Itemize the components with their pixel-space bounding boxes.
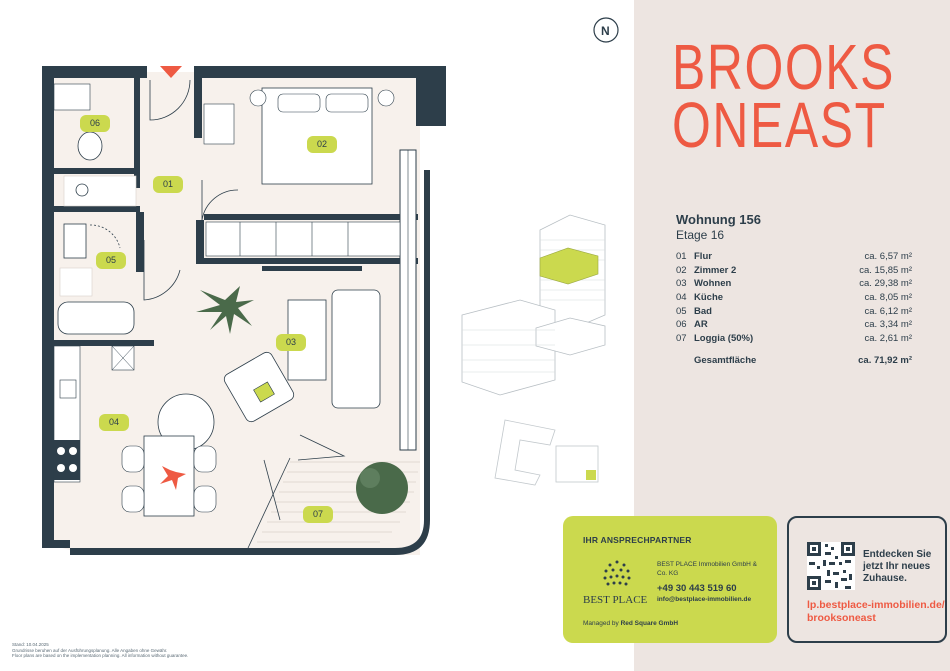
- room-label-04: 04: [99, 414, 129, 431]
- unit-floor: Etage 16: [676, 228, 725, 242]
- tv-unit: [262, 266, 362, 271]
- qr-link[interactable]: lp.bestplace-immobilien.de/ brooksoneast: [807, 599, 945, 624]
- room-num: 07: [676, 332, 687, 344]
- room-area: ca. 6,57 m²: [864, 251, 912, 263]
- room-num: 06: [676, 319, 687, 331]
- floor-plan: N: [42, 17, 619, 555]
- brand-line2: ONEAST: [672, 93, 895, 157]
- bathtub: [57, 301, 135, 335]
- room-num: 02: [676, 264, 687, 276]
- room-name: Bad: [694, 305, 712, 317]
- room-area: ca. 8,05 m²: [864, 292, 912, 304]
- table-plant-icon: [160, 466, 186, 490]
- managed-company: Red Square GmbH: [620, 620, 679, 627]
- room-label-05: 05: [96, 252, 126, 269]
- room-num: 01: [676, 251, 687, 263]
- room-row: 07 Loggia (50%) ca. 2,61 m²: [676, 332, 912, 346]
- room-label-02: 02: [307, 136, 337, 153]
- room-area: ca. 3,34 m²: [864, 319, 912, 331]
- room-row: 01 Flur ca. 6,57 m²: [676, 250, 912, 264]
- room-area: ca. 29,38 m²: [859, 278, 912, 290]
- room-label-07: 07: [303, 506, 333, 523]
- walls: [42, 66, 446, 548]
- footnote-line1: Grundrisse beruhen auf der Ausführungspl…: [12, 647, 168, 653]
- room-row: 04 Küche ca. 8,05 m²: [676, 291, 912, 305]
- entrance-arrow-icon: [160, 66, 182, 78]
- footnote-date: Stand: 10.04.2025: [12, 642, 49, 647]
- best-place-logo-icon: [603, 560, 631, 586]
- room-list: 01 Flur ca. 6,57 m² 02 Zimmer 2 ca. 15,85 m²…: [676, 250, 912, 345]
- room-row: 06 AR ca. 3,34 m²: [676, 318, 912, 332]
- room-name: Küche: [694, 292, 724, 304]
- room-area: ca. 6,12 m²: [864, 305, 912, 317]
- room-num: 03: [676, 278, 687, 290]
- room-area: ca. 2,61 m²: [864, 332, 912, 344]
- compass-letter: N: [601, 24, 610, 38]
- room-name: AR: [694, 319, 708, 331]
- contact-company: BEST PLACE Immobilien GmbH & Co. KG: [657, 561, 757, 577]
- brand-line2-on: ON: [672, 89, 750, 161]
- contact-card: IHR ANSPRECHPARTNER BEST PLACE BEST PLAC…: [563, 516, 777, 643]
- managed-by: Managed by Red Square GmbH: [583, 620, 678, 627]
- qr-card: Entdecken Sie jetzt Ihr neues Zuhause. l…: [787, 516, 947, 643]
- storage-shelf: [53, 83, 91, 111]
- total-area: ca. 71,92 m²: [858, 355, 912, 366]
- toilet-icon: [77, 131, 103, 161]
- loggia-plant-icon: [356, 462, 408, 514]
- contact-phone[interactable]: +49 30 443 519 60: [657, 583, 737, 594]
- washer: [59, 267, 93, 297]
- plant-icon: [196, 286, 254, 334]
- contact-header: IHR ANSPRECHPARTNER: [583, 535, 692, 545]
- best-place-logo-text: BEST PLACE: [583, 594, 648, 606]
- wardrobe: [203, 103, 401, 257]
- doors: [89, 79, 239, 301]
- unit-title: Wohnung 156: [676, 212, 761, 227]
- room-row: 02 Zimmer 2 ca. 15,85 m²: [676, 264, 912, 278]
- footnote-line2: Floor plans are based on the implementat…: [12, 653, 189, 658]
- room-num: 05: [676, 305, 687, 317]
- sink-kitchen: [59, 379, 77, 399]
- room-label-01: 01: [153, 176, 183, 193]
- cooktop: [54, 440, 80, 480]
- sofa: [331, 289, 381, 409]
- room-row: 03 Wohnen ca. 29,38 m²: [676, 277, 912, 291]
- sink: [63, 223, 87, 259]
- shower-tray: [63, 175, 137, 207]
- brand-logo: BROOKS ONEAST: [672, 35, 895, 157]
- loggia-door: [247, 434, 346, 549]
- room-label-06: 06: [80, 115, 110, 132]
- room-num: 04: [676, 292, 687, 304]
- qr-cta: Entdecken Sie jetzt Ihr neues Zuhause.: [863, 549, 932, 584]
- total-label: Gesamtfläche: [694, 355, 757, 366]
- compass-icon: [593, 17, 619, 43]
- footnote: Stand: 10.04.2025 Grundrisse beruhen auf…: [12, 642, 272, 659]
- room-name: Zimmer 2: [694, 264, 737, 276]
- room-name: Flur: [694, 251, 712, 263]
- qr-code-icon[interactable]: [807, 542, 855, 590]
- brand-line2-east: EAST: [750, 89, 887, 161]
- room-name: Loggia (50%): [694, 332, 754, 344]
- brand-line1: BROOKS: [672, 31, 895, 103]
- total-area-row: Gesamtfläche ca. 71,92 m²: [694, 355, 912, 366]
- managed-prefix: Managed by: [583, 620, 619, 627]
- contact-email[interactable]: info@bestplace-immobilien.de: [657, 596, 752, 603]
- room-label-03: 03: [276, 334, 306, 351]
- room-area: ca. 15,85 m²: [859, 264, 912, 276]
- room-name: Wohnen: [694, 278, 732, 290]
- room-row: 05 Bad ca. 6,12 m²: [676, 304, 912, 318]
